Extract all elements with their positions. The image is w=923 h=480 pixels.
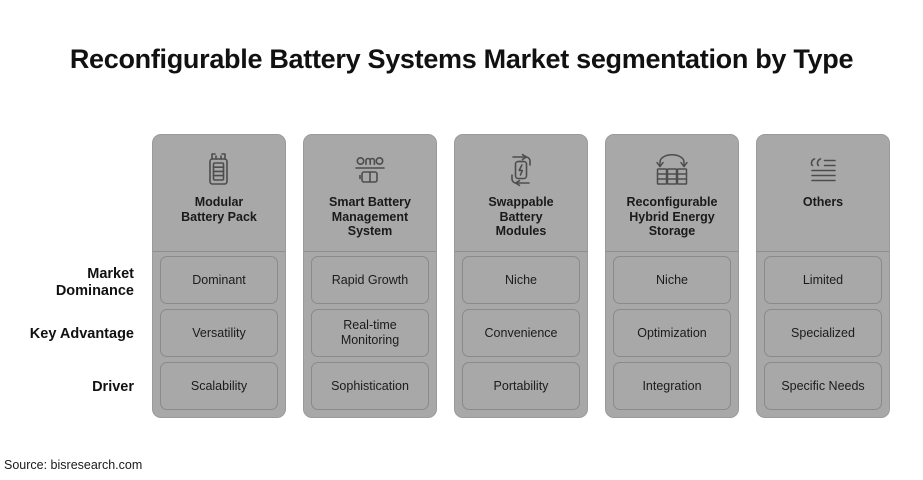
cell-market-dominance[interactable]: Dominant [160, 256, 278, 304]
source-note: Source: bisresearch.com [4, 458, 143, 472]
cell-driver[interactable]: Scalability [160, 362, 278, 410]
column-cells: Niche Convenience Portability [455, 252, 587, 417]
column-cells: Dominant Versatility Scalability [153, 252, 285, 417]
row-label-driver: Driver [92, 378, 134, 395]
column-cells: Limited Specialized Specific Needs [757, 252, 889, 417]
reconfigurable-cells-icon [650, 149, 694, 191]
column-title: Others [802, 195, 844, 209]
row-label-key-advantage: Key Advantage [29, 326, 134, 343]
cell-key-advantage[interactable]: Optimization [613, 309, 731, 357]
cell-driver[interactable]: Sophistication [311, 362, 429, 410]
page-title: Reconfigurable Battery Systems Market se… [69, 44, 854, 74]
cell-key-advantage[interactable]: Versatility [160, 309, 278, 357]
cell-key-advantage[interactable]: Convenience [462, 309, 580, 357]
cell-key-advantage[interactable]: Specialized [764, 309, 882, 357]
column-cells: Niche Optimization Integration [606, 252, 738, 417]
segment-column-others[interactable]: Others Limited Specialized Specific Need… [756, 134, 890, 418]
modular-battery-pack-icon [201, 149, 237, 191]
cell-market-dominance[interactable]: Niche [462, 256, 580, 304]
cell-driver[interactable]: Portability [462, 362, 580, 410]
cell-driver[interactable]: Integration [613, 362, 731, 410]
cell-market-dominance[interactable]: Niche [613, 256, 731, 304]
quote-lines-icon [802, 149, 844, 191]
cell-market-dominance[interactable]: Limited [764, 256, 882, 304]
swappable-battery-icon [502, 149, 540, 191]
column-header: Others [757, 135, 889, 252]
cell-driver[interactable]: Specific Needs [764, 362, 882, 410]
battery-management-circuit-icon [350, 149, 390, 191]
cell-market-dominance[interactable]: Rapid Growth [311, 256, 429, 304]
